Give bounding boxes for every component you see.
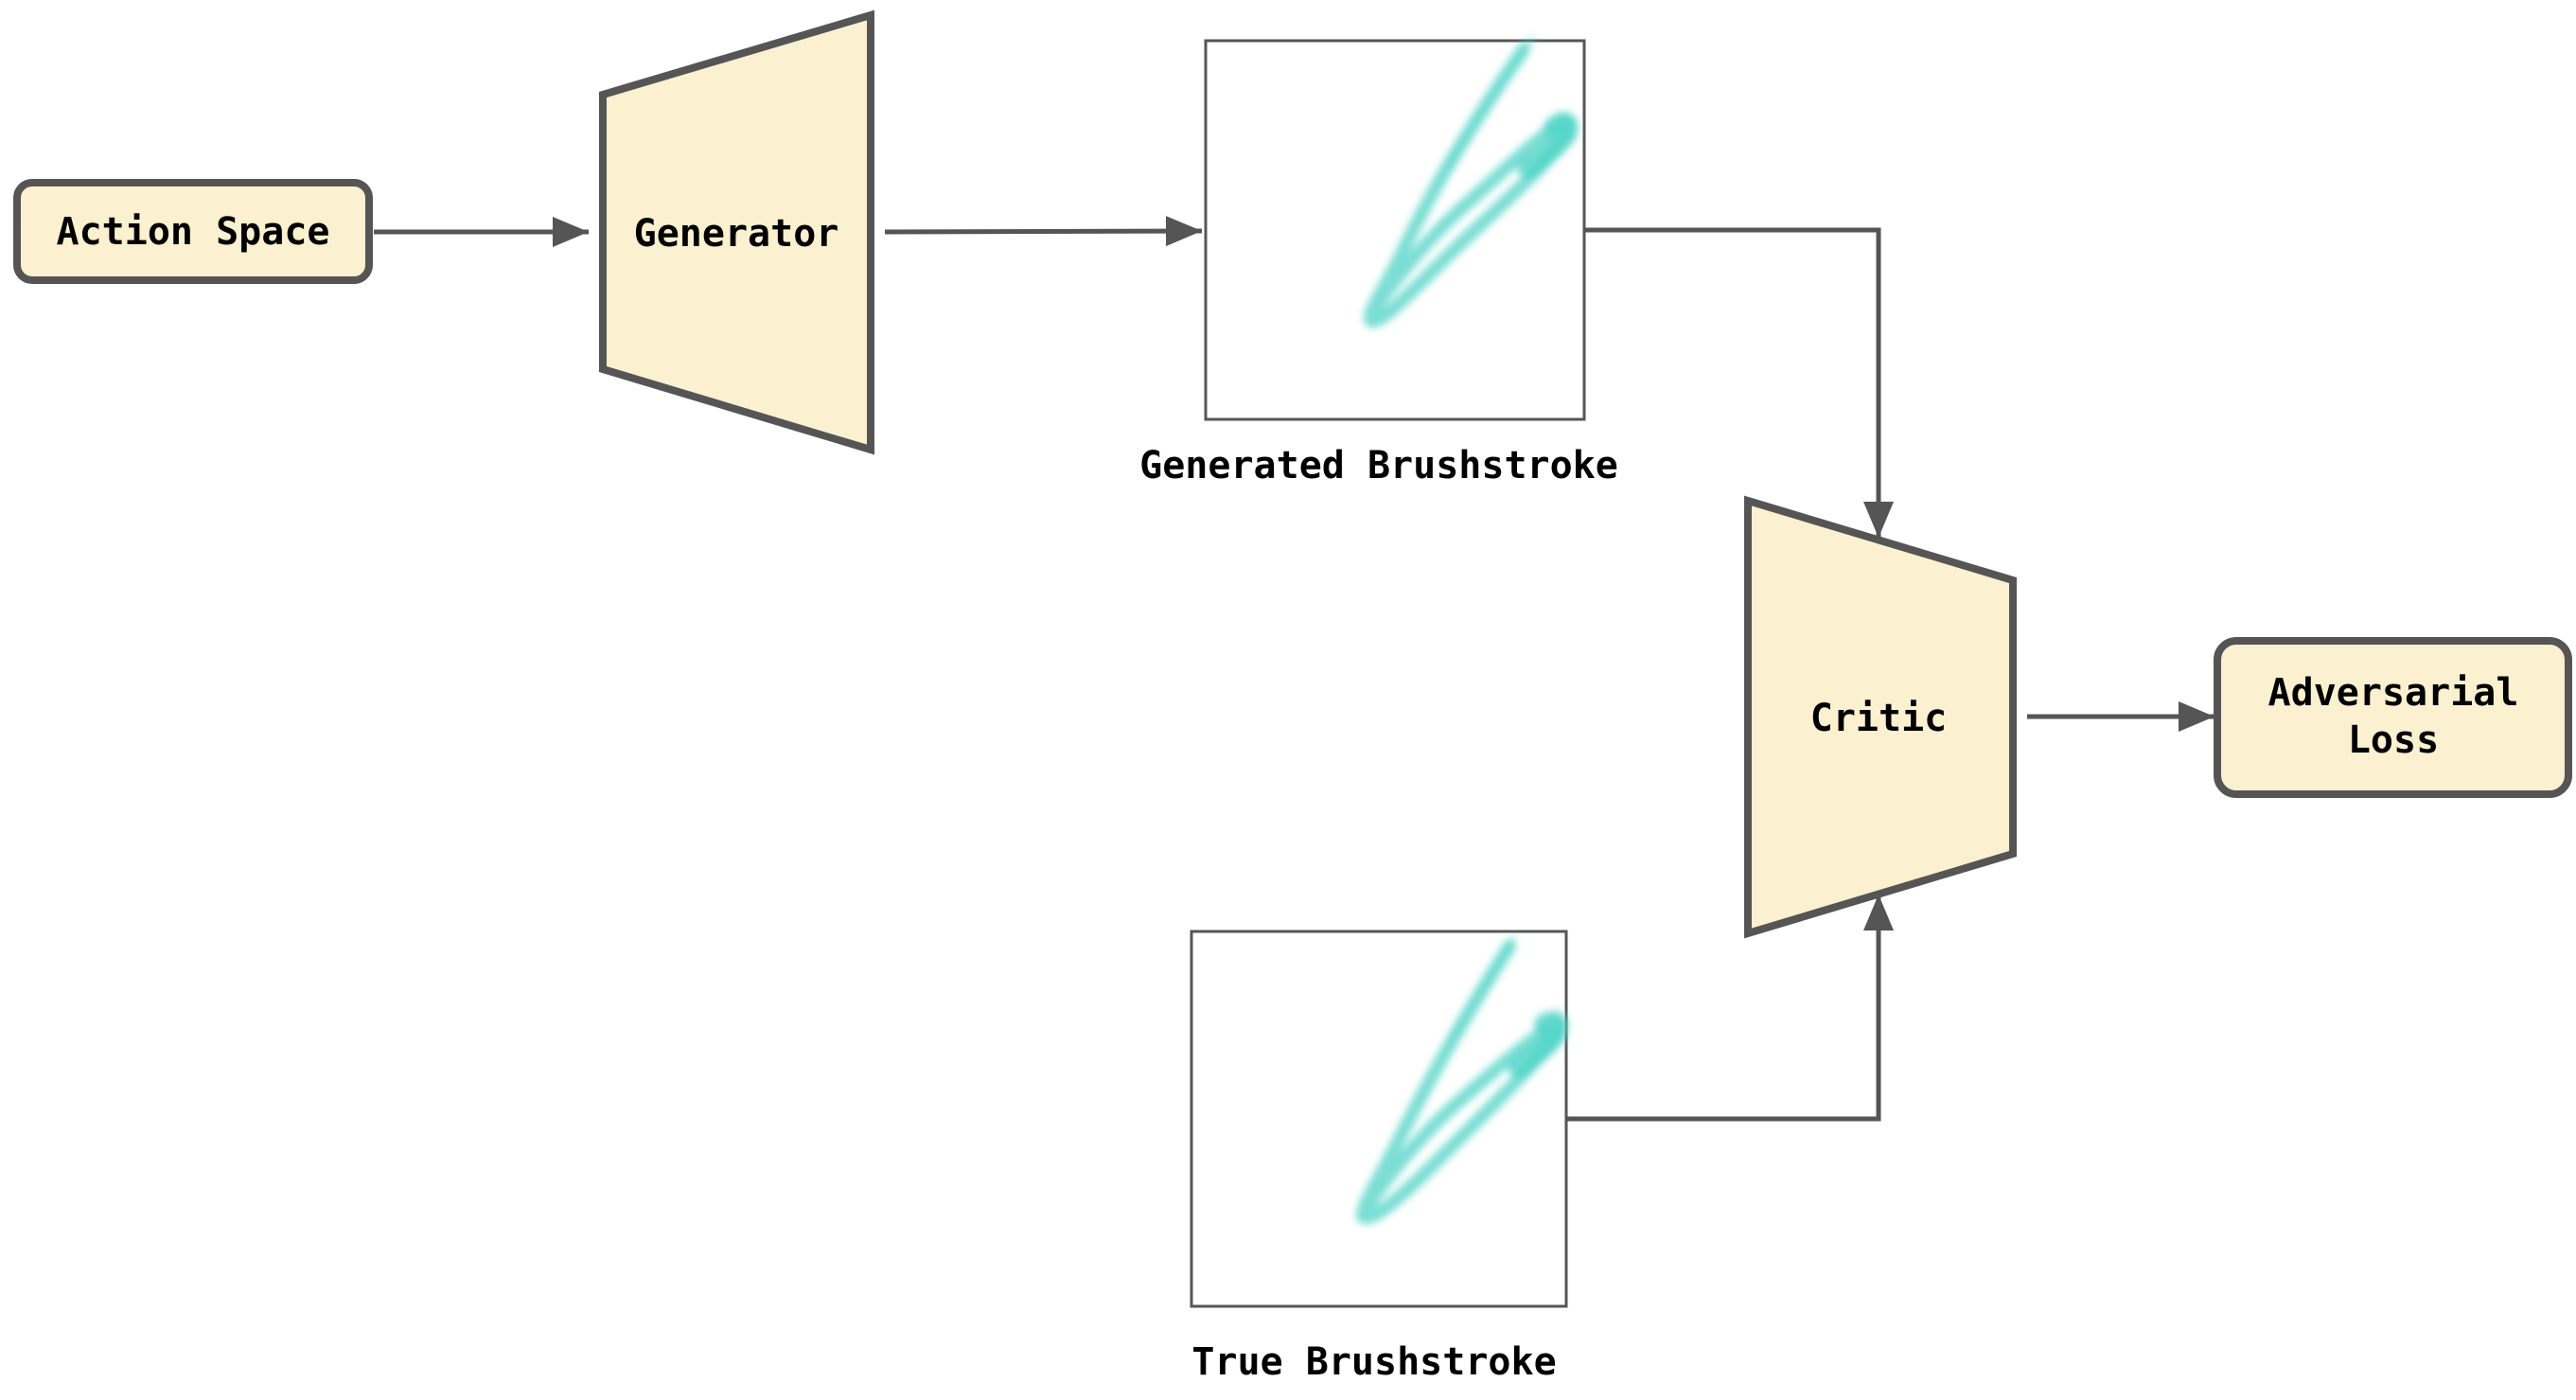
node-adversarial-loss: Adversarial Loss (2214, 637, 2572, 798)
adversarial-loss-label-line2: Loss (2348, 718, 2439, 762)
generated-brushstroke-image (1363, 35, 1579, 328)
generated-brushstroke-caption: Generated Brushstroke (1139, 444, 1618, 487)
edge-generator-to-generated (884, 216, 1203, 247)
true-brushstroke-image (1355, 934, 1569, 1225)
adversarial-loss-label-line1: Adversarial (2268, 671, 2519, 715)
node-action-space: Action Space (13, 179, 373, 284)
node-true-brushstroke: True Brushstroke (1190, 930, 1569, 1384)
node-generated-brushstroke: Generated Brushstroke (1139, 35, 1618, 487)
generator-label: Generator (634, 212, 839, 256)
node-critic: Critic (1744, 495, 2017, 939)
true-brushstroke-caption: True Brushstroke (1191, 1340, 1556, 1384)
critic-label: Critic (1810, 697, 1948, 740)
edge-generated-to-critic (1585, 227, 1894, 538)
generated-brushstroke-frame (1204, 39, 1586, 421)
true-brushstroke-frame (1190, 930, 1568, 1308)
edge-true-to-critic (1566, 895, 1894, 1122)
action-space-label: Action Space (57, 210, 330, 254)
edges (374, 216, 2214, 1122)
node-generator: Generator (599, 9, 874, 455)
